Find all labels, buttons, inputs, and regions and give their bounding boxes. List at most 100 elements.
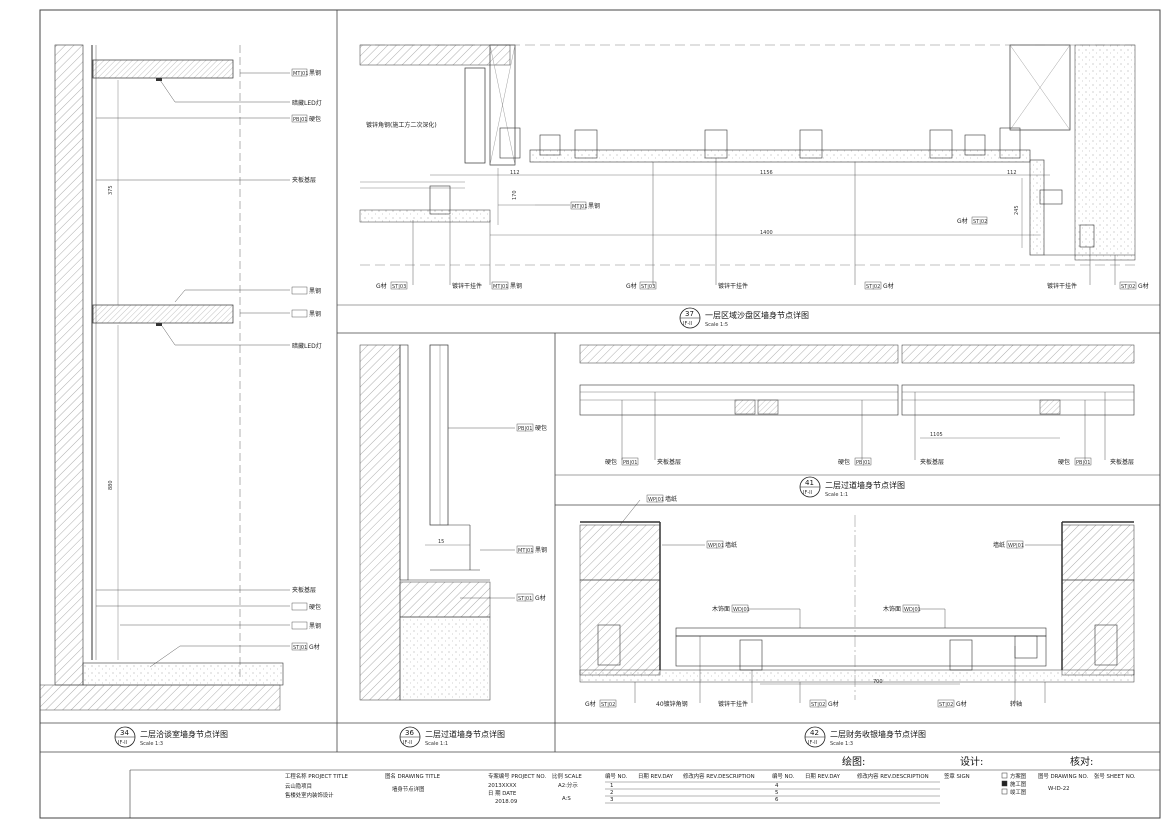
tb-draw-label: 绘图: bbox=[842, 755, 865, 768]
sheet-border bbox=[39, 9, 1161, 819]
d37-steel: 黑钢 bbox=[588, 202, 600, 210]
checkbox-asbuilt[interactable] bbox=[1001, 788, 1008, 795]
d42-stone1: G材 bbox=[585, 700, 596, 708]
d37-dim-1156: 1156 bbox=[760, 170, 773, 176]
tb-check-label: 核对: bbox=[1070, 755, 1093, 768]
d37-b-stone2-tag: ST|03 bbox=[641, 284, 655, 290]
d42-wood2-tag: WD|01 bbox=[904, 607, 921, 613]
tb-project-name-2: 售楼处室内装饰设计 bbox=[285, 791, 334, 799]
d34-hardwood-2: 硬包 bbox=[309, 603, 321, 611]
d34-steel-mid2: 黑钢 bbox=[309, 310, 321, 318]
d37-b-stone3-tag: ST|02 bbox=[866, 284, 880, 290]
d37-b-steel-tag: MT|01 bbox=[493, 284, 508, 290]
tb-rev-h3: 编号 NO. bbox=[772, 772, 795, 780]
d42-pend: 镀锌干挂件 bbox=[718, 700, 748, 708]
d37-b-stone2: G材 bbox=[626, 282, 637, 290]
tb-project-name-1: 云山隐项目 bbox=[285, 782, 312, 790]
tb-rev-r2: 5 bbox=[775, 790, 778, 796]
d41-dim-1105: 1105 bbox=[930, 432, 943, 438]
d37-b-stone4-tag: ST|02 bbox=[1121, 284, 1135, 290]
d34-hardwood-1: 硬包 bbox=[309, 115, 321, 123]
d42-stone3: G材 bbox=[956, 700, 967, 708]
tb-rev-l2: 2 bbox=[610, 790, 613, 796]
d37-b-stone1: G材 bbox=[376, 282, 387, 290]
d37-b-stone3: G材 bbox=[883, 282, 894, 290]
tb-rev-l3: 3 bbox=[610, 797, 613, 803]
tb-project-no-label: 专案编号 PROJECT NO. bbox=[488, 772, 546, 780]
d34-hw-tag: PB|01 bbox=[293, 117, 308, 123]
tb-rev-h4: 日期 REV.DAY bbox=[805, 773, 841, 780]
d41-hw2-tag: PB|01 bbox=[856, 460, 871, 466]
d41-ply3: 夹板基层 bbox=[1110, 458, 1134, 466]
checkbox-scheme[interactable] bbox=[1001, 772, 1008, 779]
d34-steel-top: 黑钢 bbox=[309, 69, 321, 77]
tb-scale-label: 比例 SCALE bbox=[552, 772, 582, 780]
d37-dim-112a: 112 bbox=[510, 170, 520, 176]
title-block: 绘图: 设计: 核对: 工程名称 PROJECT TITLE 云山隐项目 售楼处… bbox=[129, 755, 1160, 818]
d41-hw2: 硬包 bbox=[838, 458, 850, 466]
d34-stone-tag: ST|01 bbox=[293, 645, 307, 651]
tb-scale-value: A2:分示 bbox=[558, 781, 578, 789]
d42-wp3-tag: WP|01 bbox=[1008, 543, 1024, 549]
d36-stone-tag: ST|01 bbox=[518, 596, 532, 602]
tb-rev-r3: 6 bbox=[775, 797, 779, 803]
d34-plywood: 夹板基层 bbox=[292, 176, 316, 184]
d41-hw1-tag: PB|01 bbox=[623, 460, 638, 466]
d37-galv-angle: 镀锌角钢(施工方二次深化) bbox=[366, 121, 437, 129]
d41-ply1: 夹板基层 bbox=[657, 458, 681, 466]
detail-36: 15 PB|01 硬包 MT|01 黑钢 ST|01 G材 36 IF-II 二… bbox=[359, 344, 547, 748]
d42-wood1-tag: WD|01 bbox=[733, 607, 750, 613]
d41-scale: Scale 1:1 bbox=[825, 492, 848, 498]
d34-steel-tag: MT|01 bbox=[293, 71, 308, 77]
d34-dim-1: 375 bbox=[108, 185, 114, 195]
d37-b-pend2: 镀锌干挂件 bbox=[718, 282, 748, 290]
tb-rev-h2: 修改内容 REV.DESCRIPTION bbox=[683, 772, 755, 780]
d37-number: 37 bbox=[685, 310, 694, 318]
d42-angle: 40镀锌角钢 bbox=[656, 700, 688, 708]
tb-rev-h6: 签章 SIGN bbox=[944, 772, 970, 780]
tb-design-label: 设计: bbox=[960, 755, 983, 768]
tb-date-value: 2018.09 bbox=[495, 799, 518, 805]
d37-dim-170: 170 bbox=[512, 190, 518, 200]
tb-drawing-title: 墙身节点详图 bbox=[392, 785, 424, 793]
d34-led2: 暗藏LED灯 bbox=[292, 342, 322, 350]
d42-title: 二层财务收银墙身节点详图 bbox=[830, 729, 926, 739]
tb-rev-h0: 编号 NO. bbox=[605, 772, 628, 780]
d42-ref: IF-II bbox=[808, 740, 817, 746]
d41-ref: IF-II bbox=[803, 490, 812, 496]
d42-wp1-tag: WP|01 bbox=[648, 497, 664, 503]
d37-dim-1400: 1400 bbox=[760, 230, 773, 236]
d36-stone: G材 bbox=[535, 594, 546, 602]
d34-plywood2: 夹板基层 bbox=[292, 586, 316, 594]
d36-dim-15: 15 bbox=[438, 539, 444, 545]
d37-steel-tag: MT|01 bbox=[572, 204, 587, 210]
d42-scale: Scale 1:3 bbox=[830, 741, 853, 747]
d42-number: 42 bbox=[810, 729, 819, 737]
detail-41: 1105 硬包 PB|01 夹板基层 硬包 PB|01 夹板基层 硬包 PB|0… bbox=[555, 344, 1160, 498]
detail-34: 375 880 MT|01 黑钢 暗藏LED灯 PB|01 硬包 夹板基层 bbox=[39, 44, 322, 748]
d34-dim-2: 880 bbox=[108, 480, 114, 490]
d36-ref: IF-II bbox=[403, 740, 412, 746]
detail-42: 700 WP|01 墙纸 WP|01 墙纸 墙纸 WP|01 木饰面 WD|01… bbox=[579, 494, 1135, 748]
checkbox-construction[interactable] bbox=[1001, 780, 1008, 787]
d41-number: 41 bbox=[805, 479, 814, 487]
d42-wood2: 木饰面 bbox=[883, 605, 901, 613]
tb-rev-l1: 1 bbox=[610, 783, 613, 789]
detail-37: 112 1156 112 170 245 1400 镀锌角钢(施工方二次深化) … bbox=[337, 44, 1160, 329]
d36-hw-tag: PB|01 bbox=[518, 426, 533, 432]
d36-steel: 黑钢 bbox=[535, 546, 547, 554]
tb-scale2: A:S bbox=[562, 796, 571, 802]
d42-stone3-tag: ST|02 bbox=[939, 702, 953, 708]
d41-hw3: 硬包 bbox=[1058, 458, 1070, 466]
d42-dim-700: 700 bbox=[873, 679, 883, 685]
d37-b-pend1: 镀锌干挂件 bbox=[452, 282, 482, 290]
d34-ref: IF-II bbox=[118, 740, 127, 746]
d41-title: 二层过道墙身节点详图 bbox=[825, 480, 905, 490]
d42-stone2-tag: ST|02 bbox=[811, 702, 825, 708]
tb-sheet-no-label: 张号 SHEET NO. bbox=[1094, 772, 1136, 780]
tb-cb-1: 施工图 bbox=[1010, 780, 1026, 788]
d34-steel-bot: 黑钢 bbox=[309, 622, 321, 630]
tb-project-no: 2013XXXX bbox=[488, 783, 517, 789]
d41-hw1: 硬包 bbox=[605, 458, 617, 466]
d41-ply2: 夹板基层 bbox=[920, 458, 944, 466]
